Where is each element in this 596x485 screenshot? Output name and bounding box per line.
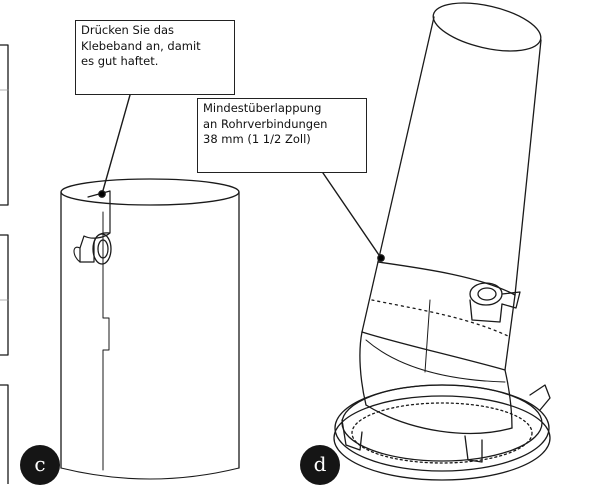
tilted-upper-pipe: [377, 2, 542, 296]
tape-strip: [73, 190, 112, 265]
lower-fitting-body: [359, 331, 513, 435]
taped-pipe-cylinder: [60, 178, 240, 480]
callout-overlap-line-3: 38 mm (1 1/2 Zoll): [203, 132, 311, 146]
step-badge-d: d: [300, 445, 340, 485]
callout-overlap-line-1: Mindestüberlappung: [203, 101, 322, 115]
step-badge-c: c: [20, 445, 60, 485]
cropped-panel-frames: [0, 44, 9, 484]
callout-overlap: Mindestüberlappung an Rohrverbindungen 3…: [197, 98, 367, 173]
base-flange-ring: [333, 384, 551, 481]
callout-press-tape-line-3: es gut haftet.: [81, 54, 159, 68]
callout-press-tape: Drücken Sie das Klebeband an, damit es g…: [75, 20, 235, 95]
pipe-tape-tab: [469, 282, 521, 323]
leader-line-press-tape: [98, 94, 131, 198]
callout-overlap-line-2: an Rohrverbindungen: [203, 116, 328, 131]
callout-press-tape-line-2: Klebeband an, damit: [81, 38, 201, 53]
overlap-joint-band: [361, 261, 516, 373]
leader-line-overlap: [322, 172, 385, 262]
callout-press-tape-line-1: Drücken Sie das: [81, 23, 175, 37]
